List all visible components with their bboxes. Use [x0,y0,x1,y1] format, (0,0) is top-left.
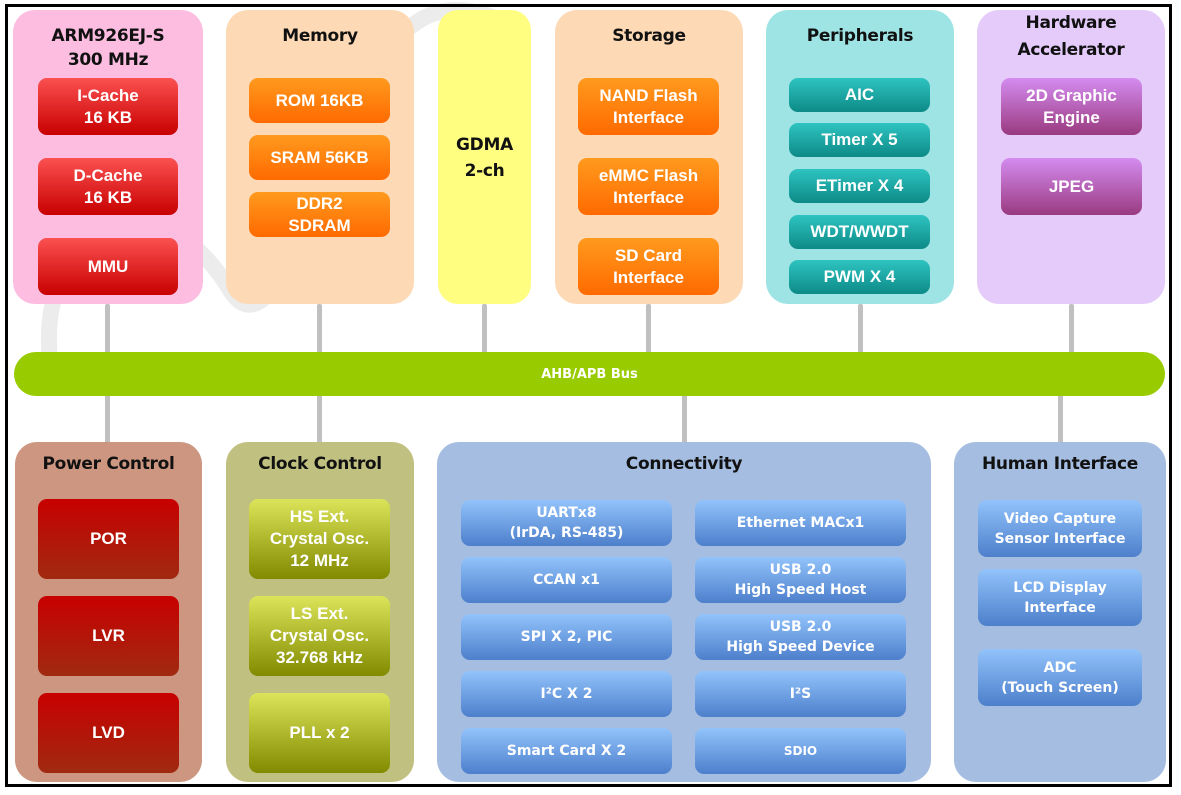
block-usb-host: USB 2.0 High Speed Host [695,557,906,603]
block-smart-card: Smart Card X 2 [461,728,672,774]
block-lvr: LVR [38,596,179,676]
connector-cpu [105,304,110,354]
connector-accelerator [1069,304,1074,354]
block-icache: I-Cache 16 KB [38,78,178,135]
group-cpu: ARM926EJ-S 300 MHz I-Cache 16 KB D-Cache… [13,10,203,304]
block-rom: ROM 16KB [249,78,390,123]
diagram-frame [5,4,1172,787]
block-ccan: CCAN x1 [461,557,672,603]
block-2d-graphic: 2D Graphic Engine [1001,78,1142,135]
group-clock: Clock Control HS Ext. Crystal Osc. 12 MH… [226,442,414,782]
block-aic: AIC [789,78,930,112]
connector-gdma [482,304,487,354]
block-video-capture: Video Capture Sensor Interface [978,500,1142,557]
connector-human [1058,394,1063,444]
group-accelerator: Hardware Accelerator 2D Graphic Engine J… [977,10,1165,304]
group-clock-title: Clock Control [258,454,382,474]
group-peripherals-title: Peripherals [806,26,914,46]
group-storage: Storage NAND Flash Interface eMMC Flash … [555,10,743,304]
connector-peripherals [858,304,863,354]
block-sram: SRAM 56KB [249,135,390,180]
block-pll: PLL x 2 [249,693,390,773]
group-connectivity-title: Connectivity [625,454,743,474]
block-wdt: WDT/WWDT [789,215,930,249]
block-spi: SPI X 2, PIC [461,614,672,660]
block-jpeg: JPEG [1001,158,1142,215]
connector-clock [317,394,322,444]
block-etimer: ETimer X 4 [789,169,930,203]
block-mmu: MMU [38,238,178,295]
connector-power [105,394,110,444]
group-gdma: GDMA 2-ch [438,10,531,304]
block-ddr2: DDR2 SDRAM [249,192,390,237]
group-memory: Memory ROM 16KB SRAM 56KB DDR2 SDRAM [226,10,414,304]
block-ethernet: Ethernet MACx1 [695,500,906,546]
bus-label: AHB/APB Bus [541,366,638,382]
block-lcd-display: LCD Display Interface [978,569,1142,626]
group-gdma-title: GDMA 2-ch [456,135,513,181]
block-lvd: LVD [38,693,179,773]
group-power: Power Control POR LVR LVD [15,442,202,782]
block-pwm: PWM X 4 [789,260,930,294]
ahb-apb-bus: AHB/APB Bus [14,352,1165,396]
block-por: POR [38,499,179,579]
block-i2s: I²S [695,671,906,717]
block-timer: Timer X 5 [789,123,930,157]
connector-connectivity [682,394,687,444]
block-sd-card: SD Card Interface [578,238,719,295]
connector-memory [317,304,322,354]
block-i2c: I²C X 2 [461,671,672,717]
connector-storage [646,304,651,354]
block-nand-flash: NAND Flash Interface [578,78,719,135]
group-power-title: Power Control [42,454,175,474]
group-memory-title: Memory [282,26,358,46]
group-peripherals: Peripherals AIC Timer X 5 ETimer X 4 WDT… [766,10,954,304]
group-cpu-title: ARM926EJ-S 300 MHz [51,26,165,70]
group-human-interface: Human Interface Video Capture Sensor Int… [954,442,1166,782]
block-uart: UARTx8 (IrDA, RS-485) [461,500,672,546]
group-storage-title: Storage [612,26,686,46]
group-human-interface-title: Human Interface [982,454,1138,474]
block-dcache: D-Cache 16 KB [38,158,178,215]
block-sdio: SDIO [695,728,906,774]
block-emmc-flash: eMMC Flash Interface [578,158,719,215]
block-hs-osc: HS Ext. Crystal Osc. 12 MHz [249,499,390,579]
group-accelerator-title: Hardware Accelerator [1017,13,1125,60]
block-usb-device: USB 2.0 High Speed Device [695,614,906,660]
block-ls-osc: LS Ext. Crystal Osc. 32.768 kHz [249,596,390,676]
group-connectivity: Connectivity UARTx8 (IrDA, RS-485) CCAN … [437,442,931,782]
block-adc: ADC (Touch Screen) [978,649,1142,706]
